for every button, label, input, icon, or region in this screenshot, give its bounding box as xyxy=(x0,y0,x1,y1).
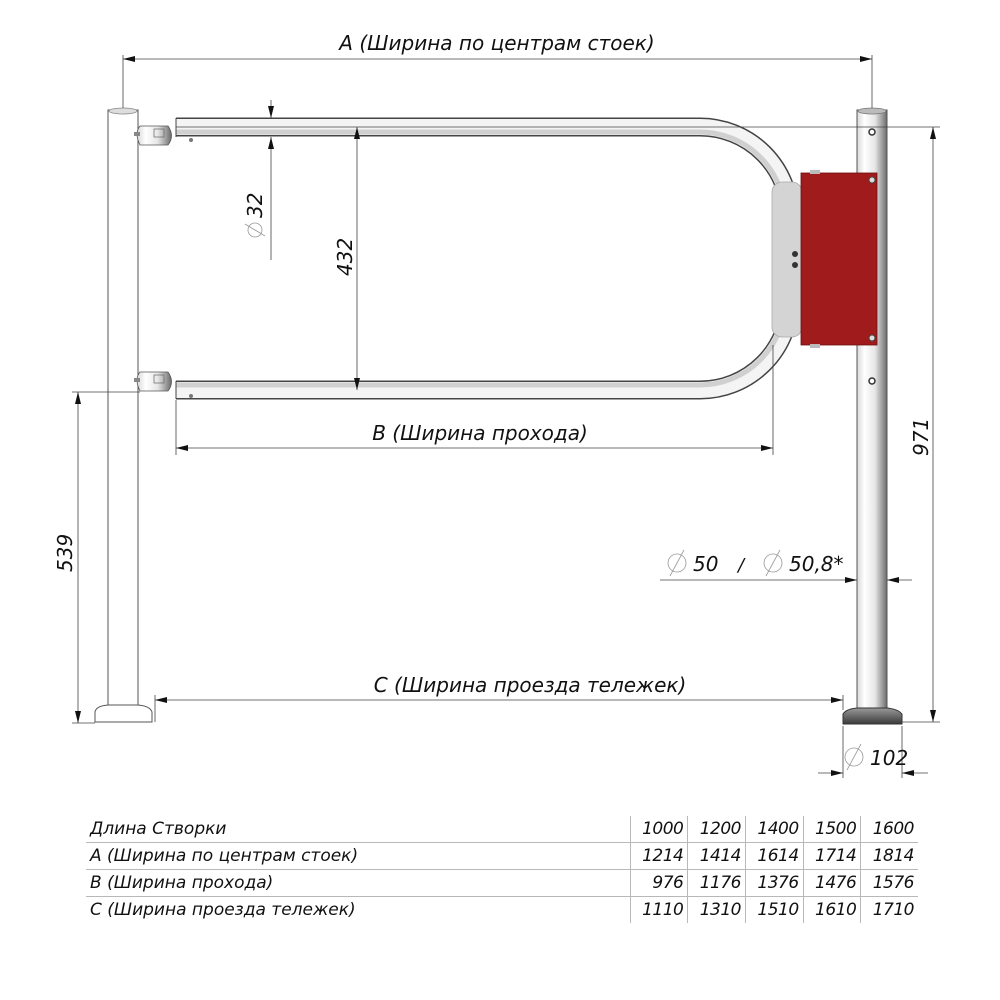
hinge-top xyxy=(134,125,172,146)
svg-text:102: 102 xyxy=(870,746,908,770)
dim-post-diameter: 50 / 50,8* xyxy=(667,549,844,577)
diameter-icon xyxy=(247,222,263,238)
cell: 1714 xyxy=(802,842,861,870)
cell: 1610 xyxy=(802,896,861,923)
dim-base-diameter: 102 xyxy=(844,743,908,771)
diameter-icon xyxy=(844,747,864,767)
dim-right-post-height: 971 xyxy=(909,418,933,456)
cell: 1110 xyxy=(629,896,688,923)
cell: 1710 xyxy=(860,896,918,923)
row-label: B (Ширина прохода) xyxy=(86,869,631,897)
dim-b-label: B (Ширина прохода) xyxy=(372,421,588,445)
svg-text:/: / xyxy=(736,555,746,576)
cell: 1476 xyxy=(802,869,861,897)
control-box xyxy=(800,170,878,348)
row-label: A (Ширина по центрам стоек) xyxy=(86,842,631,870)
svg-text:50: 50 xyxy=(693,552,718,576)
table-row: B (Ширина прохода) 976 1176 1376 1476 15… xyxy=(86,869,918,897)
gate-drawing: A (Ширина по центрам стоек) B (Ширина пр… xyxy=(53,31,940,778)
swing-arm xyxy=(175,117,800,400)
row-label: Длина Створки xyxy=(86,816,631,843)
dim-a-label: A (Ширина по центрам стоек) xyxy=(337,31,654,55)
cell: 1214 xyxy=(629,842,688,870)
row-label: C (Ширина проезда тележек) xyxy=(90,900,356,920)
diameter-icon xyxy=(763,553,783,573)
dim-tube-diameter: 32 xyxy=(243,193,267,238)
diameter-icon xyxy=(667,553,687,573)
cell: 1200 xyxy=(687,816,746,843)
dim-left-post-height: 539 xyxy=(53,534,77,572)
cell: 1000 xyxy=(629,816,688,843)
cell: 1310 xyxy=(687,896,746,923)
cell: 976 xyxy=(629,869,688,897)
table-row: Длина Створки 1000 1200 1400 1500 1600 xyxy=(86,816,918,843)
cell: 1400 xyxy=(745,816,804,843)
cell: 1176 xyxy=(687,869,746,897)
cell: 1576 xyxy=(860,869,918,897)
dim-c-label: C (Ширина проезда тележек) xyxy=(374,673,687,697)
cell: 1614 xyxy=(745,842,804,870)
dim-arm-height: 432 xyxy=(333,238,357,276)
cell: 1600 xyxy=(860,816,918,843)
cell: 1500 xyxy=(802,816,861,843)
mount-plate xyxy=(771,181,803,338)
table-row: A (Ширина по центрам стоек) 1214 1414 16… xyxy=(86,842,918,870)
cell: 1414 xyxy=(687,842,746,870)
svg-text:32: 32 xyxy=(243,193,267,218)
cell: 1814 xyxy=(860,842,918,870)
hinge-bottom xyxy=(134,371,172,392)
cell: 1376 xyxy=(745,869,804,897)
svg-text:50,8*: 50,8* xyxy=(789,552,844,576)
left-post xyxy=(94,107,153,723)
dimension-lines xyxy=(72,55,940,778)
dimensions-table: Длина Створки 1000 1200 1400 1500 1600 A… xyxy=(86,816,918,923)
cell: 1510 xyxy=(745,896,804,923)
table-row: C (Ширина проезда тележек) 1110 1310 151… xyxy=(86,896,918,923)
